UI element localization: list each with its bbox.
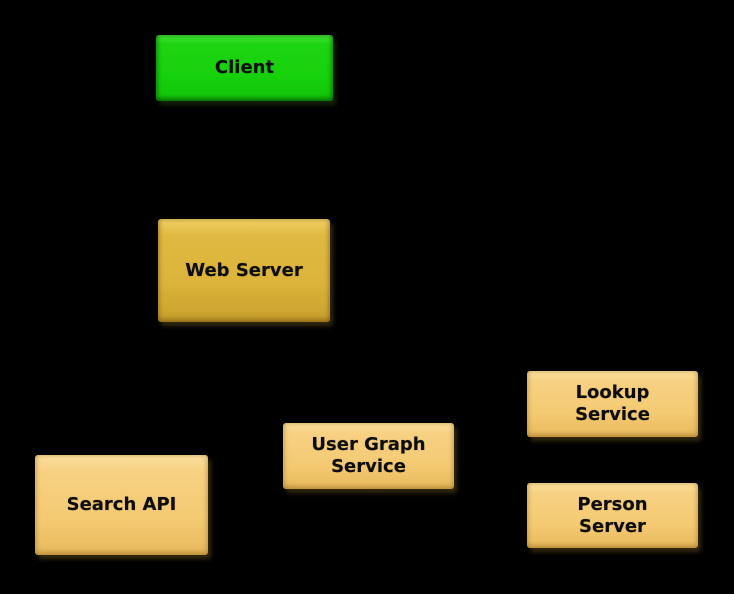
diagram-node-person-server: Person Server: [527, 483, 698, 548]
node-label-search-api: Search API: [66, 494, 177, 515]
diagram-node-client: Client: [156, 35, 333, 101]
node-label-user-graph-service: User Graph Service: [311, 434, 426, 477]
node-label-web-server: Web Server: [185, 259, 303, 281]
diagram-node-lookup-service: Lookup Service: [527, 371, 698, 437]
diagram-node-search-api: Search API: [35, 455, 208, 555]
node-label-lookup-service: Lookup Service: [575, 382, 650, 425]
node-label-client: Client: [214, 57, 275, 78]
diagram-node-web-server: Web Server: [158, 219, 330, 322]
node-label-person-server: Person Server: [577, 493, 648, 537]
diagram-node-user-graph-service: User Graph Service: [283, 423, 454, 489]
